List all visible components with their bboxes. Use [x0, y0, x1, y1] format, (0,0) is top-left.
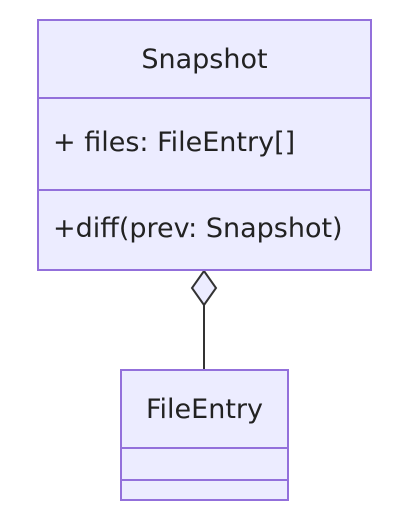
methods-compartment: +diff(prev: Snapshot) [39, 189, 370, 269]
attribute-files: + files: FileEntry[] [53, 127, 296, 158]
attributes-compartment: + files: FileEntry[] [39, 97, 370, 189]
class-name-compartment: FileEntry [122, 371, 287, 447]
method-diff: +diff(prev: Snapshot) [53, 213, 343, 244]
aggregation-diamond [190, 269, 218, 307]
class-fileentry[interactable]: FileEntry [120, 369, 289, 501]
class-snapshot[interactable]: Snapshot + files: FileEntry[] +diff(prev… [37, 19, 372, 271]
class-name: Snapshot [141, 43, 268, 75]
methods-compartment [122, 479, 287, 499]
class-name: FileEntry [145, 393, 264, 425]
attributes-compartment [122, 447, 287, 479]
class-name-compartment: Snapshot [39, 21, 370, 97]
